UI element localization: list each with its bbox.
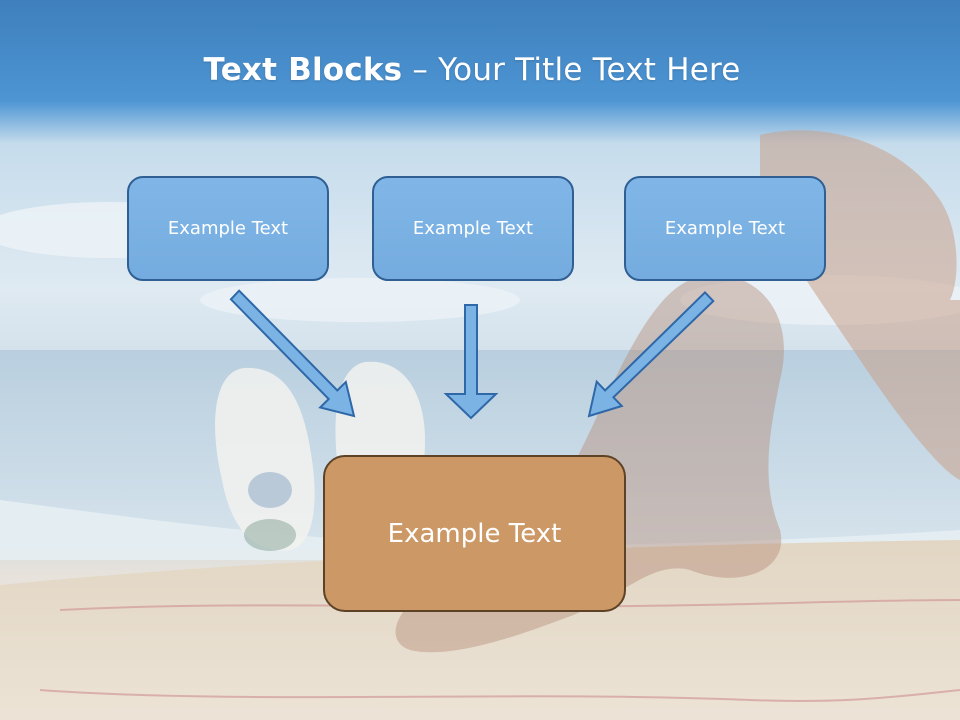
text-block-1[interactable]: Example Text	[127, 176, 329, 281]
text-block-2-label: Example Text	[412, 218, 534, 239]
title-rest: Your Title Text Here	[438, 52, 741, 88]
arrow-right-icon	[587, 290, 715, 418]
title-bold-part: Text Blocks	[203, 52, 403, 88]
center-text-block[interactable]: Example Text	[323, 455, 626, 612]
arrow-left-icon	[229, 289, 356, 418]
text-block-3[interactable]: Example Text	[624, 176, 826, 281]
text-block-1-label: Example Text	[167, 218, 289, 239]
text-block-2[interactable]: Example Text	[372, 176, 574, 281]
title-dash: –	[402, 52, 439, 88]
text-block-3-label: Example Text	[664, 218, 786, 239]
slide-title: Text Blocks – Your Title Text Here	[0, 52, 944, 88]
center-text-block-label: Example Text	[387, 518, 562, 549]
arrow-center-icon	[443, 304, 499, 420]
